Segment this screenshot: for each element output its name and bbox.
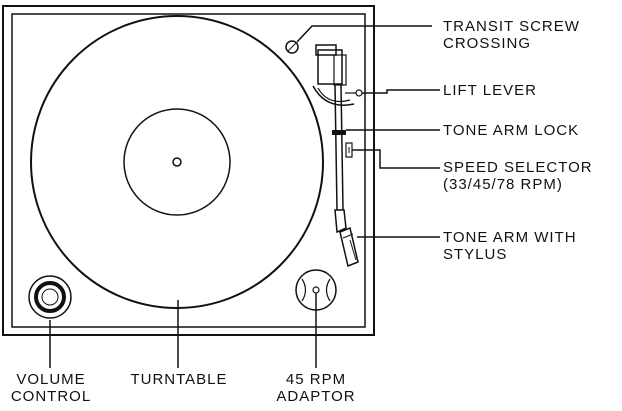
label-45-rpm-adaptor: 45 RPM ADAPTOR xyxy=(276,371,356,405)
leader-speed-selector xyxy=(352,149,440,169)
transit-screw xyxy=(285,40,299,54)
plinth-outer-frame xyxy=(2,5,375,336)
volume-knob xyxy=(28,275,72,319)
label-volume-control: VOLUME CONTROL xyxy=(10,371,92,405)
platter xyxy=(30,15,324,309)
leader-lines xyxy=(49,25,440,368)
label-lift-lever: LIFT LEVER xyxy=(443,82,537,99)
label-turntable: TURNTABLE xyxy=(130,371,228,388)
record-label xyxy=(123,108,231,216)
spindle xyxy=(172,157,182,167)
label-transit-screw-crossing: TRANSIT SCREW CROSSING xyxy=(443,18,580,52)
plinth-inner-frame xyxy=(11,13,366,328)
tone-arm-assembly xyxy=(312,44,363,268)
label-speed-selector: SPEED SELECTOR (33/45/78 RPM) xyxy=(443,159,593,193)
label-tone-arm-lock: TONE ARM LOCK xyxy=(443,122,580,139)
leader-transit-screw xyxy=(296,25,432,43)
label-tone-arm-with-stylus: TONE ARM WITH STYLUS xyxy=(443,229,577,263)
leader-lift-lever xyxy=(362,89,440,94)
